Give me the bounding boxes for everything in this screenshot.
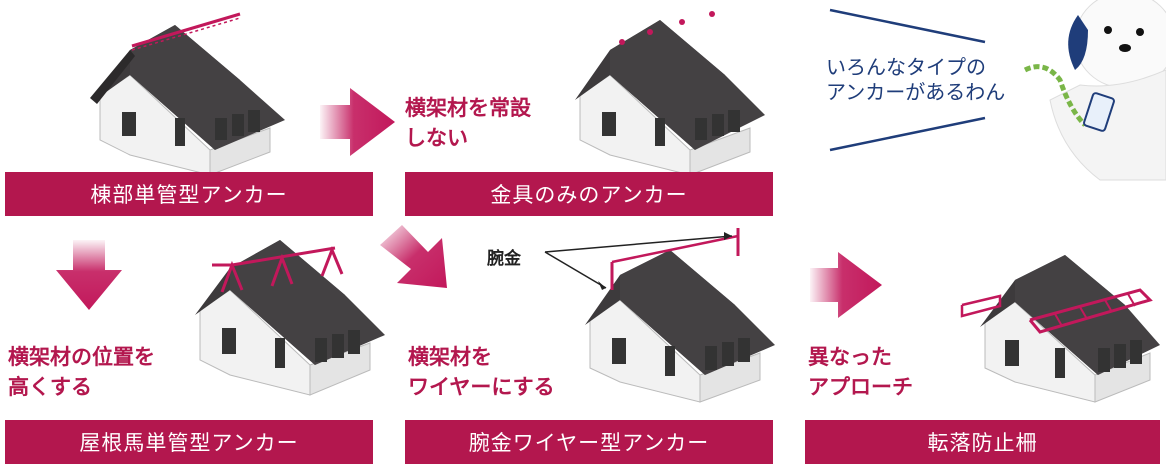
- callout-arm-label: 腕金: [487, 249, 521, 269]
- arrow-right-1: [320, 88, 395, 156]
- house-bracket-only: [575, 11, 765, 176]
- speech-line-top: [829, 8, 986, 44]
- caption-no-permanent-crossbar: 横架材を常設 しない: [405, 96, 531, 150]
- house-arm-wire: [544, 228, 775, 403]
- speech-line-bottom: [829, 116, 986, 152]
- mascot-dog-illustration: [1023, 0, 1166, 181]
- label-arm-wire-anchor: 腕金ワイヤー型アンカー: [405, 420, 773, 464]
- label-roof-ridge-single-anchor: 屋根馬単管型アンカー: [5, 420, 373, 464]
- mascot-speech-text: いろんなタイプの アンカーがあるわん: [826, 55, 1006, 104]
- label-bracket-only-anchor: 金具のみのアンカー: [405, 172, 773, 216]
- arrow-diagonal: [380, 225, 447, 288]
- arrow-down: [56, 240, 122, 310]
- arrow-right-2: [810, 252, 882, 318]
- house-roof-ridge-single: [195, 240, 385, 396]
- label-fall-guard: 転落防止柵: [805, 420, 1160, 464]
- house-fall-guard: [960, 255, 1160, 403]
- caption-different-approach: 異なった アプローチ: [808, 345, 913, 399]
- label-ridge-single-anchor: 棟部単管型アンカー: [5, 172, 373, 216]
- caption-crossbar-to-wire: 横架材を ワイヤーにする: [408, 345, 555, 399]
- house-ridge-single: [90, 12, 285, 176]
- caption-raise-crossbar: 横架材の位置を 高くする: [8, 345, 155, 399]
